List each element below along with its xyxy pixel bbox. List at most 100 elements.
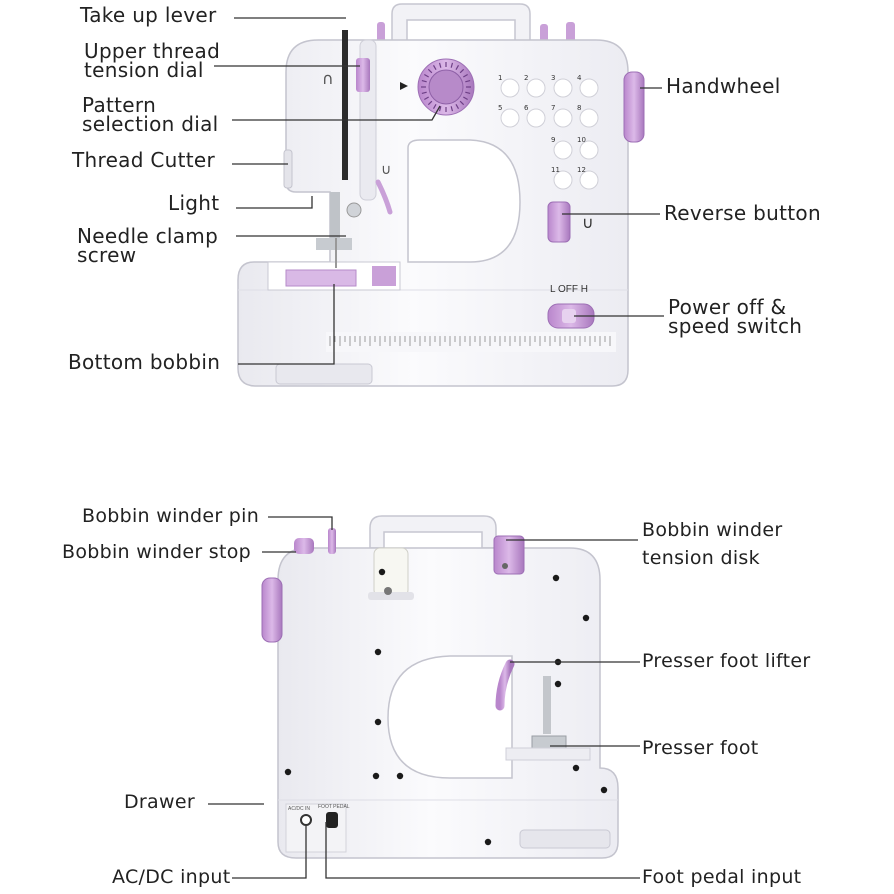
- label-line: Bobbin winder: [642, 519, 783, 541]
- label-power-speed-switch: Power off & speed switch: [668, 295, 803, 338]
- dial-tick: [432, 65, 437, 70]
- screw-dot: [378, 568, 386, 576]
- measuring-ruler: [326, 332, 616, 352]
- stitch-number: 4: [577, 74, 582, 82]
- label-bobbin-winder-tension-disk: Bobbin winder tension disk: [642, 516, 782, 572]
- ac-dc-socket: [300, 814, 312, 826]
- needle-bar-back: [543, 676, 551, 734]
- dial-tick: [463, 96, 468, 101]
- label-reverse-button: Reverse button: [664, 201, 821, 225]
- needle-plate-back: [505, 747, 591, 761]
- stitch-icon: [553, 140, 573, 160]
- label-bobbin-winder-pin: Bobbin winder pin: [82, 505, 260, 527]
- screw-dot: [284, 768, 292, 776]
- stitch-icon: [526, 78, 546, 98]
- dial-tick: [438, 62, 442, 68]
- stitch-icon: [500, 108, 520, 128]
- dial-tick: [450, 62, 454, 68]
- label-line: Power off &: [668, 295, 787, 319]
- handwheel-back: [261, 577, 283, 643]
- screw-dot: [582, 614, 590, 622]
- presser-foot-front: [316, 238, 352, 250]
- carry-handle-back: [369, 515, 497, 549]
- label-light: Light: [168, 191, 220, 215]
- label-line: Needle clamp: [77, 224, 219, 248]
- dial-arrow: [400, 82, 408, 90]
- dial-tick: [432, 104, 437, 109]
- label-handwheel: Handwheel: [666, 74, 781, 98]
- screw-dot: [374, 718, 382, 726]
- stitch-number: 10: [577, 136, 586, 144]
- label-bottom-bobbin: Bottom bobbin: [68, 350, 221, 374]
- stitch-icon: [579, 78, 599, 98]
- screw-dot: [396, 772, 404, 780]
- label-line: selection dial: [82, 112, 219, 136]
- spool-holder: [384, 587, 392, 595]
- leader-bottom-bobbin: [238, 284, 335, 365]
- base-foot: [275, 363, 373, 385]
- drawer-slot: [519, 829, 611, 849]
- needle-clamp: [346, 202, 362, 218]
- label-line: tension disk: [642, 547, 760, 569]
- leader-pattern-dial: [232, 105, 441, 121]
- machine-body: [237, 39, 629, 387]
- label-presser-foot: Presser foot: [642, 737, 759, 759]
- screw-dot: [572, 764, 580, 772]
- dial-tick: [427, 68, 433, 74]
- thread-cutter-part: [283, 149, 293, 189]
- stitch-icon: [526, 108, 546, 128]
- stitch-icon: [553, 170, 573, 190]
- presser-lifter-front: [375, 179, 393, 215]
- stitch-number: 3: [551, 74, 555, 82]
- dial-tick: [450, 106, 454, 112]
- stitch-number: 2: [524, 74, 528, 82]
- stitch-number: 1: [498, 74, 502, 82]
- speed-switch-slider: [562, 309, 576, 323]
- dial-tick: [465, 91, 471, 95]
- dial-tick: [455, 65, 460, 70]
- top-pin: [377, 22, 385, 44]
- tension-disk-part: [493, 535, 525, 575]
- reverse-symbol: ∪: [582, 213, 594, 232]
- leader-bobbin-pin: [268, 516, 333, 530]
- stitch-number: 6: [524, 104, 529, 112]
- screw-dot: [552, 574, 560, 582]
- top-pin: [566, 22, 575, 44]
- stitch-number: 5: [498, 104, 502, 112]
- tension-disk-screw: [502, 563, 508, 569]
- stitch-icon: [579, 108, 599, 128]
- speed-switch-markings: L OFF H: [550, 284, 588, 295]
- label-drawer: Drawer: [124, 791, 195, 813]
- screw-dot: [372, 772, 380, 780]
- stitch-number: 7: [551, 104, 555, 112]
- dial-tick: [465, 79, 471, 83]
- dial-tick: [427, 100, 433, 106]
- label-take-up-lever: Take up lever: [80, 3, 217, 27]
- stitch-icon: [553, 78, 573, 98]
- ruler-ticks: [329, 336, 611, 346]
- input-label-mark: AC/DC IN: [288, 806, 310, 812]
- dial-tick: [459, 100, 465, 106]
- take-up-lever-part: [342, 30, 348, 180]
- bobbin-winder-stop-part: [294, 538, 314, 554]
- input-panel: [285, 803, 347, 853]
- label-line: speed switch: [668, 314, 803, 338]
- tension-dial-knob: [356, 58, 370, 92]
- presser-foot-lifter-part: [495, 659, 515, 711]
- label-foot-pedal-input: Foot pedal input: [642, 866, 802, 888]
- label-line: Upper thread: [84, 39, 221, 63]
- label-presser-foot-lifter: Presser foot lifter: [642, 650, 811, 672]
- pattern-dial-center: [428, 69, 464, 105]
- needle-bar: [330, 192, 340, 238]
- stitch-number: 8: [577, 104, 581, 112]
- handwheel-knob: [623, 71, 645, 143]
- dial-tick: [438, 106, 442, 112]
- dial-tick: [455, 104, 460, 109]
- label-pattern-selection-dial: Pattern selection dial: [82, 95, 219, 136]
- label-thread-cutter: Thread Cutter: [72, 148, 216, 172]
- input-label-mark: FOOT PEDAL: [318, 804, 350, 810]
- foot-pedal-socket: [326, 812, 338, 828]
- dial-tick: [463, 73, 468, 78]
